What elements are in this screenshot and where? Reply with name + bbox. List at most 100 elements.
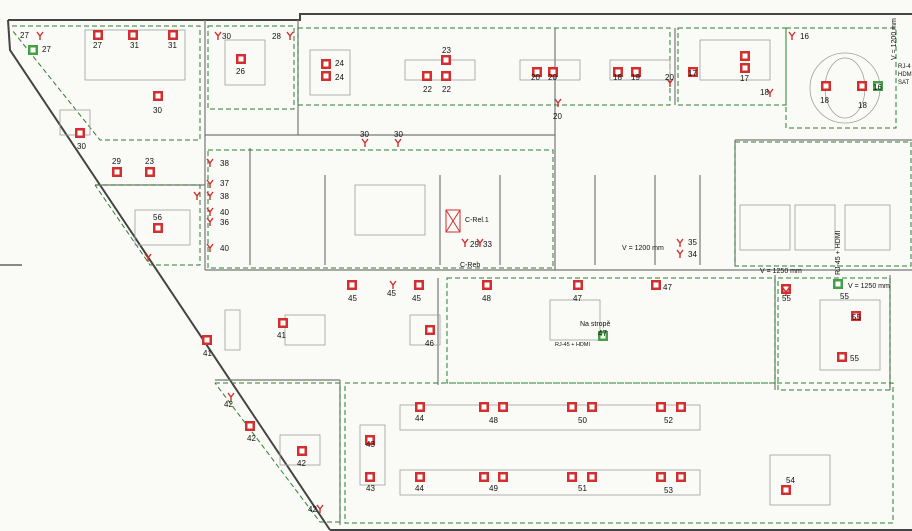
outlet-number-label: 55 [850, 354, 859, 363]
outlet-socket-icon [678, 474, 684, 480]
ceiling-outlet-icon [782, 287, 790, 296]
outlet-number-label: 48 [489, 416, 498, 425]
ceiling-outlet-icon [554, 98, 562, 107]
outlet-number-label: 31 [168, 41, 177, 50]
outlet-number-label: 28 [272, 32, 281, 41]
outlet-socket-icon [95, 32, 101, 38]
outlet-number-label: 17 [688, 69, 697, 78]
outlet-socket-icon [484, 282, 490, 288]
outlet-socket-icon [742, 53, 748, 59]
ceiling-outlet-icon [206, 207, 214, 216]
outlet-number-label: 18 [858, 101, 867, 110]
outlet-number-label: 47 [598, 329, 607, 338]
ceiling-outlet-icon [206, 191, 214, 200]
outlet-number-label: 16 [800, 32, 809, 41]
outlet-number-label: 29 [470, 240, 479, 249]
ceiling-outlet-icon [206, 179, 214, 188]
outlet-socket-icon [615, 69, 621, 75]
outlet-socket-icon [853, 313, 859, 319]
outlet-number-label: 30 [360, 130, 369, 139]
ceiling-outlet-icon [206, 243, 214, 252]
label-na-strope: Na stropě [580, 321, 610, 328]
outlet-number-label: 26 [236, 67, 245, 76]
outlet-number-label: 22 [442, 85, 451, 94]
outlet-socket-icon [589, 404, 595, 410]
ceiling-outlet-icon [476, 238, 484, 247]
outlet-number-label: 46 [425, 339, 434, 348]
ceiling-outlet-icon [36, 31, 44, 40]
label-v1200-right: V = 1200 mm [891, 18, 898, 60]
ceiling-outlet-icon [766, 88, 774, 97]
ceiling-outlet-icon [389, 280, 397, 289]
ceiling-outlet-symbols [36, 31, 796, 513]
network-outlets [28, 30, 883, 495]
outlet-socket-icon [658, 404, 664, 410]
outlet-socket-icon [569, 474, 575, 480]
outlet-socket-icon [690, 69, 696, 75]
outlet-socket-icon [247, 423, 253, 429]
outlet-socket-icon [416, 282, 422, 288]
outlet-number-label: 23 [145, 157, 154, 166]
ceiling-outlet-icon [206, 217, 214, 226]
label-hdmi-short: HDM [898, 72, 912, 78]
outlet-number-label: 20 [548, 73, 557, 82]
outlet-socket-icon [678, 404, 684, 410]
label-v1200-wc: V = 1200 mm [622, 245, 664, 252]
outlet-number-label: 20 [553, 112, 562, 121]
outlet-socket-icon [170, 32, 176, 38]
label-crel1: C-Rel.1 [465, 217, 489, 224]
outlet-number-label: 24 [335, 59, 344, 68]
outlet-number-label: 45 [348, 294, 357, 303]
ceiling-outlet-icon [144, 253, 152, 262]
ceiling-outlet-icon [788, 31, 796, 40]
outlet-socket-icon [658, 474, 664, 480]
outlet-number-label: 52 [664, 416, 673, 425]
outlet-number-label: 27 [20, 31, 29, 40]
outlet-number-label: 19 [631, 73, 640, 82]
outlet-socket-icon [783, 487, 789, 493]
outlet-socket-icon [424, 73, 430, 79]
outlet-socket-icon [481, 474, 487, 480]
outlet-number-label: 30 [153, 106, 162, 115]
furniture [59, 29, 891, 506]
outlet-number-label: 47 [663, 283, 672, 292]
ceiling-outlet-icon [676, 238, 684, 247]
outlet-socket-icon [443, 57, 449, 63]
outlet-number-label: 49 [489, 484, 498, 493]
outlet-number-label: 33 [483, 240, 492, 249]
outlet-socket-icon [500, 404, 506, 410]
outlet-number-label: 38 [220, 159, 229, 168]
outlet-number-label: 36 [220, 218, 229, 227]
outlet-number-label: 23 [442, 46, 451, 55]
outlet-number-label: 30 [222, 32, 231, 41]
ceiling-outlet-icon [676, 249, 684, 258]
ceiling-outlet-icon [286, 31, 294, 40]
label-sat-short: SAT [898, 80, 910, 86]
outlet-number-label: 31 [130, 41, 139, 50]
outlet-number-label: 56 [153, 213, 162, 222]
outlet-socket-icon [367, 474, 373, 480]
outlet-number-label: 18 [820, 96, 829, 105]
outlet-number-label: 55 [840, 292, 849, 301]
outlet-socket-icon [859, 83, 865, 89]
outlet-number-label: 47 [573, 294, 582, 303]
outlet-number-label: 42 [308, 505, 317, 514]
outlet-number-label: 41 [277, 331, 286, 340]
outlet-number-label: 34 [688, 250, 697, 259]
outlet-number-label: 43 [366, 484, 375, 493]
outlet-socket-icon [323, 73, 329, 79]
outlet-socket-icon [114, 169, 120, 175]
outlet-number-label: 40 [220, 244, 229, 253]
outlet-number-label: 48 [482, 294, 491, 303]
outlet-socket-icon [742, 65, 748, 71]
outlet-socket-icon [299, 448, 305, 454]
outlet-number-label: 27 [42, 45, 51, 54]
outlet-number-label: 30 [77, 142, 86, 151]
outlet-number-label: 55 [782, 294, 791, 303]
outlet-number-label: 51 [578, 484, 587, 493]
outlet-socket-icon [600, 333, 606, 339]
ceiling-outlet-icon [206, 158, 214, 167]
label-v1250-b: V = 1250 mm [848, 283, 890, 290]
outlet-number-label: 16 [873, 83, 882, 92]
outlet-number-label: 45 [387, 289, 396, 298]
